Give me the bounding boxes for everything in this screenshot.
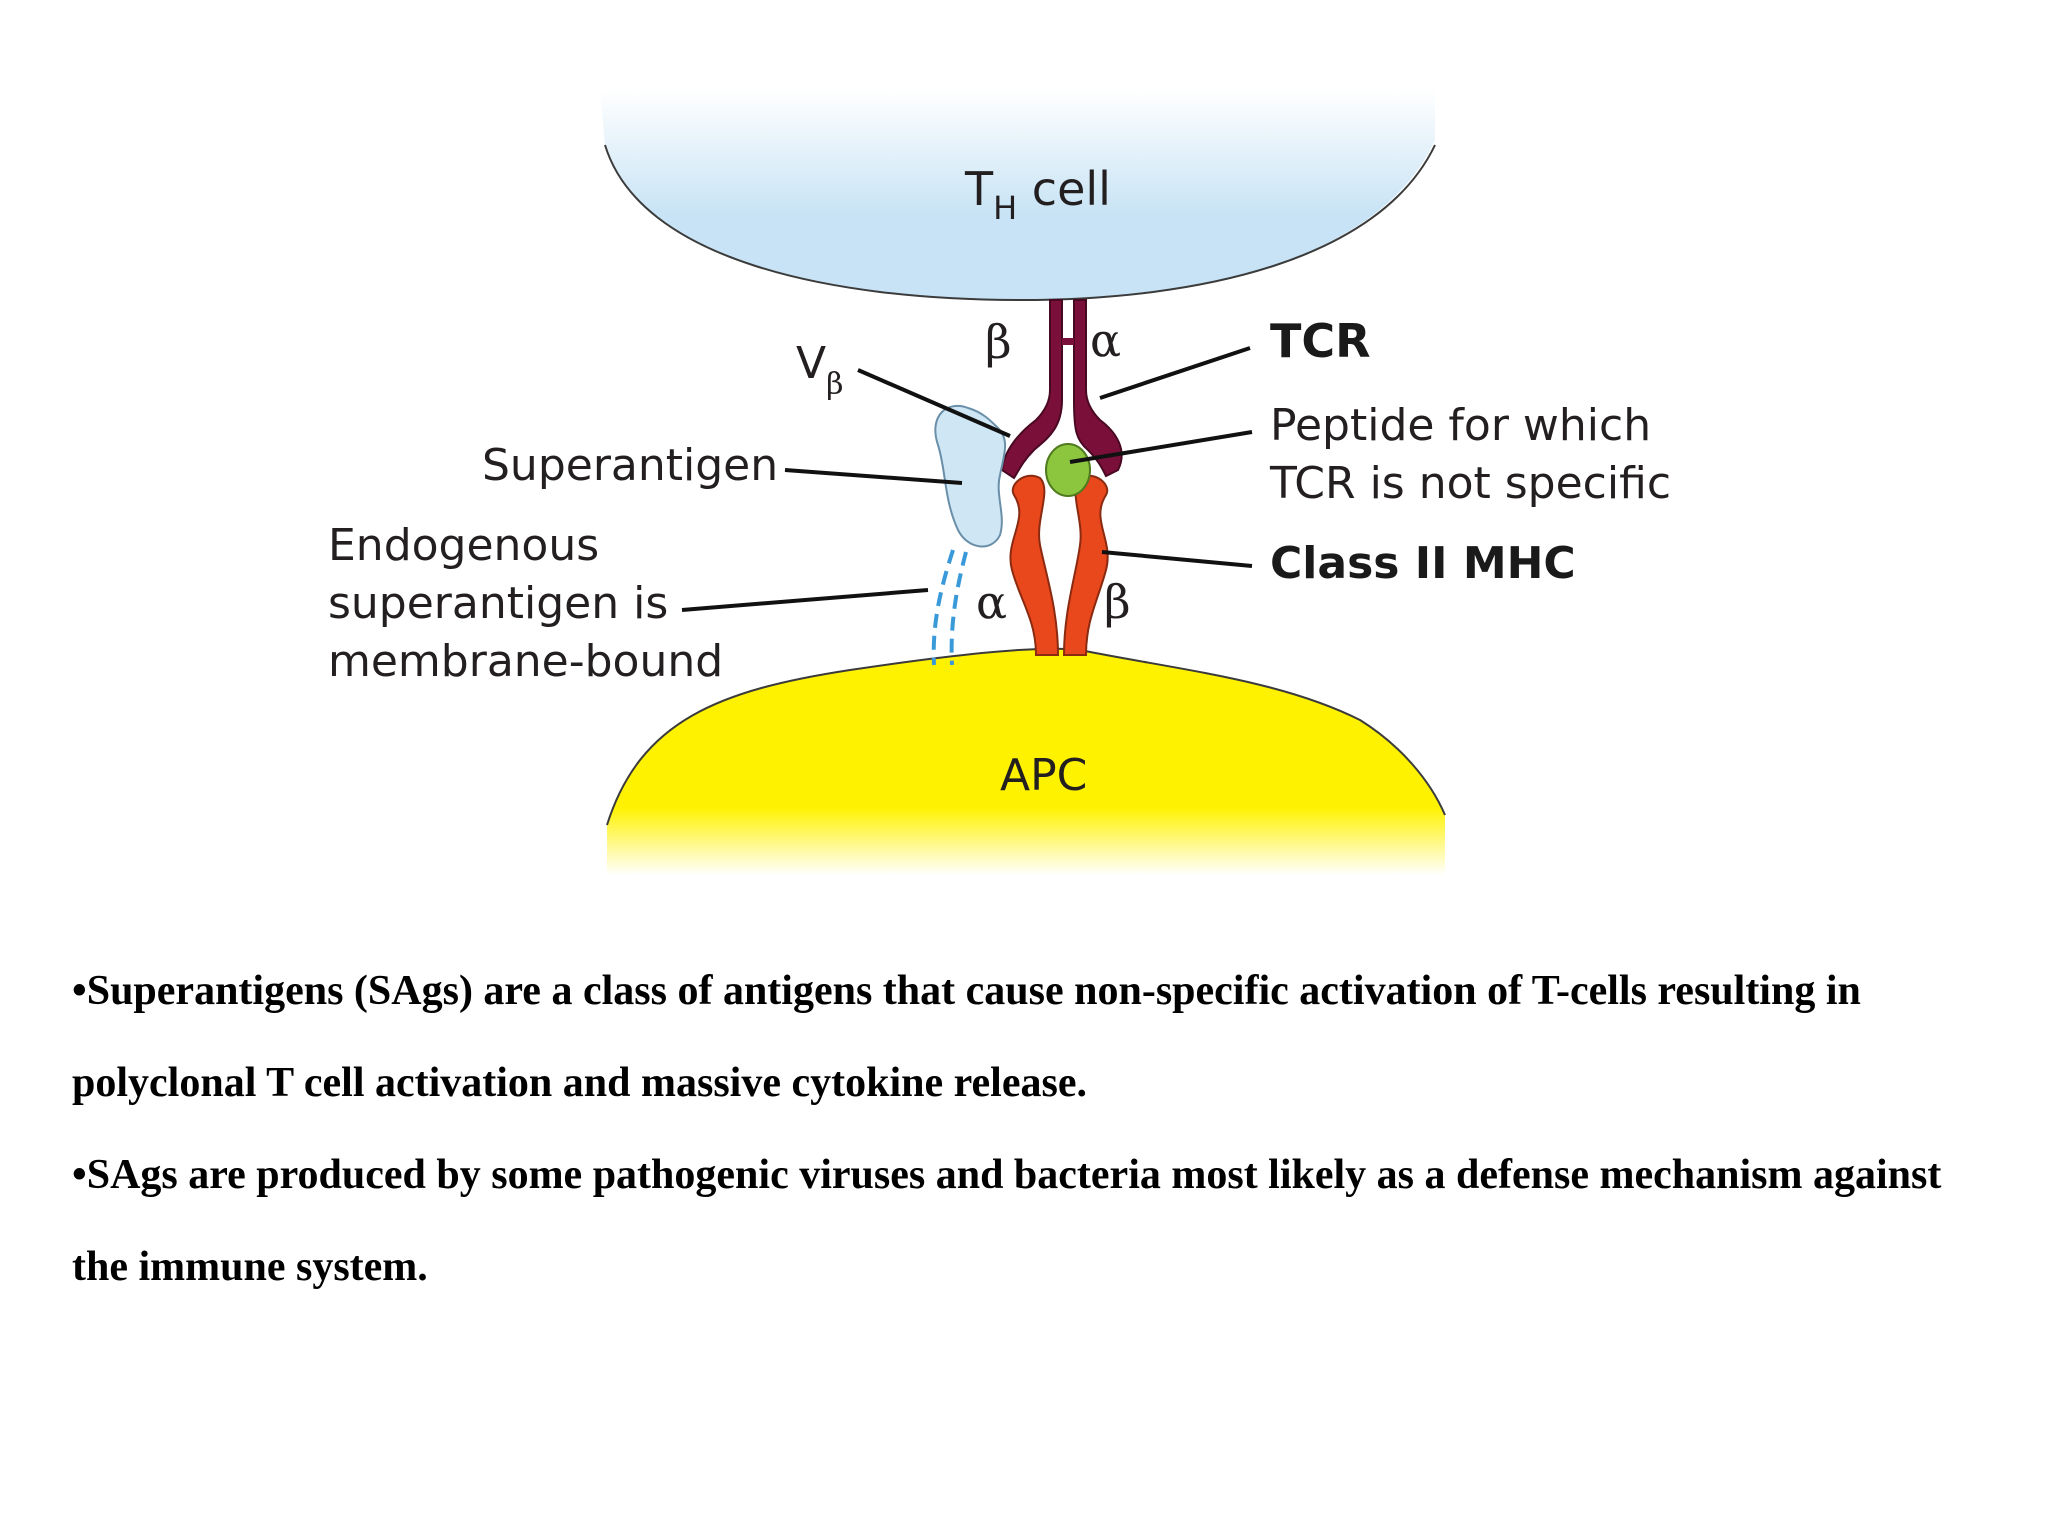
tcr-beta-chain — [1000, 299, 1063, 480]
tcr-alpha-chain — [1073, 299, 1123, 478]
th-cell: TH cell — [600, 90, 1436, 302]
class-ii-mhc-label: Class II MHC — [1270, 538, 1576, 589]
apc-cell: APC — [606, 647, 1446, 875]
bullet-list: •Superantigens (SAgs) are a class of ant… — [72, 945, 1972, 1313]
bullet-item: •Superantigens (SAgs) are a class of ant… — [72, 968, 1861, 1106]
endogenous-leader — [681, 588, 929, 612]
apc-body — [607, 648, 1445, 875]
th-cell-label: TH cell — [964, 162, 1111, 227]
peptide-label: Peptide for which TCR is not specific — [1269, 400, 1671, 509]
peptide — [1045, 443, 1091, 497]
mhc-beta-chain — [1062, 474, 1109, 656]
mhc-beta-label: β — [1104, 575, 1131, 629]
membrane-anchor — [931, 549, 968, 666]
endogenous-label: Endogenous superantigen is membrane-boun… — [328, 520, 723, 687]
mhc-alpha-label: α — [976, 575, 1007, 629]
superantigen-diagram: TH cell APC β α α β Vβ — [328, 90, 1671, 875]
tcr-leader — [1099, 346, 1251, 400]
th-cell-membrane — [604, 144, 1436, 302]
th-cell-body — [600, 90, 1435, 300]
superantigen-shape — [934, 404, 1006, 548]
apc-label: APC — [1000, 750, 1087, 801]
peptide-leader — [1069, 430, 1253, 464]
tcr-label: TCR — [1270, 314, 1371, 368]
tcr-disulfide-bridge — [1062, 338, 1074, 345]
mhc-alpha-chain — [1009, 474, 1060, 656]
vbeta-leader — [857, 368, 1011, 438]
mhc-leader — [1101, 550, 1253, 568]
superantigen-label: Superantigen — [482, 440, 778, 491]
bullet-item: •SAgs are produced by some pathogenic vi… — [72, 1152, 1942, 1290]
superantigen-leader — [784, 468, 963, 485]
tcr-beta-label: β — [985, 315, 1012, 369]
tcr — [1000, 299, 1123, 480]
vbeta-label: Vβ — [796, 338, 843, 402]
tcr-alpha-label: α — [1090, 313, 1121, 367]
leader-lines — [681, 346, 1253, 612]
class-ii-mhc — [1009, 474, 1109, 656]
